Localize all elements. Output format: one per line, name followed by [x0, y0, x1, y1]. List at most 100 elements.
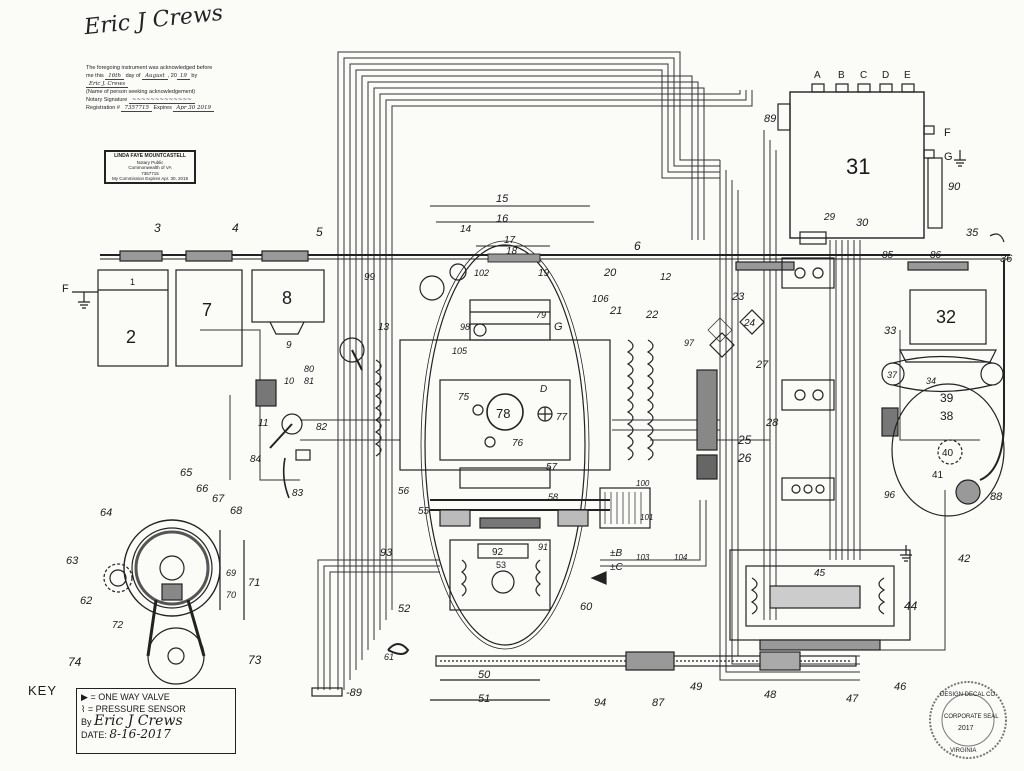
callout-47: 47 [846, 693, 859, 705]
callout-79: 79 [536, 310, 546, 320]
callout-35: 35 [966, 227, 979, 239]
wire [367, 81, 699, 650]
callout-18: 18 [506, 246, 518, 257]
notary-signature-label: Notary Signature [86, 97, 128, 103]
seal-year: 2017 [958, 725, 974, 732]
wire [870, 490, 946, 651]
notary-person-row: Eric J. Crews [86, 80, 236, 88]
hook-35 [989, 233, 1005, 243]
callout-77: 77 [556, 412, 568, 423]
callout-49: 49 [690, 681, 702, 693]
callout-103: 103 [636, 553, 650, 562]
rectifier-24b [739, 309, 765, 335]
coil-left [461, 559, 467, 597]
callout-46: 46 [894, 681, 907, 693]
callout-14: 14 [460, 224, 472, 235]
callout-85: 85 [882, 250, 894, 261]
winding-22 [626, 339, 634, 461]
callout-51: 51 [478, 693, 490, 705]
callout-6: 6 [634, 239, 641, 253]
wire [379, 90, 741, 630]
belt-74 [146, 599, 206, 657]
callout-75: 75 [458, 392, 470, 403]
callout-29: 29 [823, 212, 836, 223]
callout-12: 12 [660, 272, 672, 283]
lower-block [449, 539, 551, 611]
callout-105: 105 [452, 346, 468, 356]
top-block-79 [469, 299, 551, 341]
callout-27: 27 [755, 359, 769, 371]
seal-inner-ring [941, 693, 995, 747]
block-72 [161, 583, 183, 601]
notary-stamp-expiry: My Commission Expires Apr. 30, 2019 [111, 176, 189, 181]
callout-64: 64 [100, 507, 112, 519]
notary-day: 16th [105, 73, 125, 80]
label-38: 38 [940, 409, 954, 423]
callout-21: 21 [609, 305, 622, 317]
component-53-label: 53 [496, 560, 506, 570]
notary-line-1: The foregoing instrument was acknowledge… [86, 65, 213, 71]
motor-102 [449, 263, 467, 281]
wire [719, 160, 860, 681]
notary-stamp-name: LINDA FAYE MOUNTCASTELL [114, 153, 186, 159]
wire [600, 500, 701, 561]
motor-80 [339, 337, 365, 363]
terminal-dot [812, 267, 824, 279]
notary-text: me this [86, 73, 104, 79]
terminal-a [811, 83, 825, 93]
callout-80: 80 [304, 364, 314, 374]
pulley-4 [185, 250, 233, 262]
top-block-lines [470, 311, 550, 325]
fuse-29 [799, 231, 827, 245]
side-windings [255, 339, 899, 480]
callout-23: 23 [731, 291, 745, 303]
block-10 [255, 379, 277, 407]
center-drum: 78 92 53 [399, 240, 651, 650]
callout-93: 93 [380, 547, 393, 559]
callout-97: 97 [684, 338, 695, 348]
transformer-core [769, 585, 861, 609]
terminal-dot [791, 484, 801, 494]
ball-88 [955, 479, 981, 505]
terminal-c-label: C [860, 70, 867, 81]
callout-99: 99 [364, 272, 376, 283]
callout-55: 55 [418, 506, 430, 517]
notary-person-caption: (Name of person seeking acknowledgement) [86, 89, 196, 95]
callout-33: 33 [884, 325, 897, 337]
callout-86: 86 [930, 250, 942, 261]
seal-state: VIRGINIA [950, 748, 976, 754]
callout-102: 102 [474, 268, 489, 278]
key-one-way-valve-label: = ONE WAY VALVE [90, 692, 170, 702]
block-85 [781, 257, 835, 289]
bar-18 [487, 253, 541, 263]
callout-50: 50 [478, 669, 491, 681]
chamber-frame [399, 339, 611, 471]
belt-34 [892, 355, 993, 393]
callout-90: 90 [948, 181, 961, 193]
callout-106: 106 [592, 294, 609, 305]
ground-symbol [900, 545, 912, 562]
pulley-3 [119, 250, 163, 262]
one-way-valve-icon: ▶ [81, 692, 88, 702]
notary-month: August [142, 73, 168, 80]
transformer-coil-right [878, 577, 886, 615]
fan-blades [538, 407, 552, 421]
terminal-a-label: A [814, 70, 821, 81]
callout-71: 71 [248, 577, 260, 589]
motor-80-arm [351, 349, 363, 371]
callout-56: 56 [398, 486, 410, 497]
callout-67: 67 [212, 493, 225, 505]
sensor-76 [484, 436, 496, 448]
component-78-label: 78 [496, 406, 510, 421]
block-lower [781, 477, 835, 501]
sensor-75 [472, 404, 484, 416]
callout-84: 84 [250, 454, 262, 465]
notary-stamp-title: Notary Public [136, 159, 164, 165]
drum-66 [123, 519, 221, 617]
motor-99 [419, 275, 445, 301]
callout-72: 72 [112, 620, 124, 631]
notary-stamp: LINDA FAYE MOUNTCASTELL Notary Public Co… [104, 150, 196, 184]
gear-62 [109, 569, 127, 587]
clamp-84 [295, 449, 311, 461]
key-by-row: By Eric J Crews [81, 714, 231, 728]
